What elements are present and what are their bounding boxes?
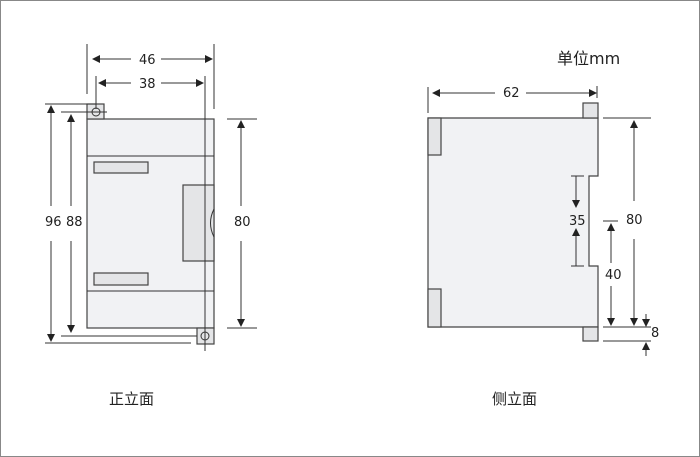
side-body (427, 117, 599, 328)
side-view: 62 35 80 40 8 侧立面 (427, 86, 659, 408)
front-view-caption: 正立面 (109, 390, 154, 408)
front-connector-curve (210, 208, 215, 238)
dim-tab-height: 8 (651, 326, 659, 341)
front-slot-top (93, 161, 149, 174)
dim-depth: 62 (503, 86, 520, 101)
dim-hole-width: 38 (139, 77, 156, 92)
side-tab-top (582, 102, 599, 119)
side-clip-bottom (427, 288, 442, 328)
dim-rail-width: 35 (569, 214, 586, 229)
side-clip-top (427, 117, 442, 156)
dim-overall-width: 46 (139, 53, 156, 68)
side-tab-bottom (582, 326, 599, 342)
dim-rail-offset: 40 (605, 268, 622, 283)
front-slot-bottom (93, 272, 149, 286)
side-view-caption: 侧立面 (492, 390, 537, 408)
unit-label: 单位mm (557, 49, 620, 68)
dim-overall-height: 96 (45, 215, 62, 230)
front-connector (182, 184, 215, 262)
dim-hole-height: 88 (66, 215, 83, 230)
dim-side-body-height: 80 (626, 213, 643, 228)
front-view: 46 38 96 88 80 正立面 (45, 44, 257, 408)
dim-body-height: 80 (234, 215, 251, 230)
